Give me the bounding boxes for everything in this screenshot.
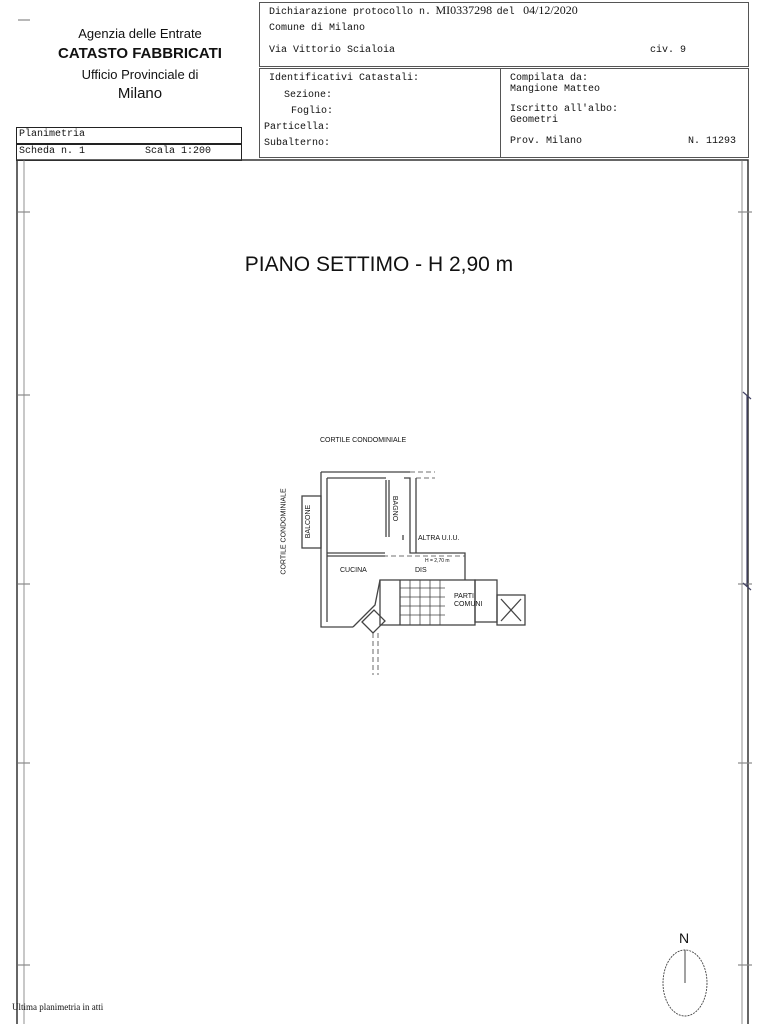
protocol-box: Dichiarazione protocollo n. MI0337298 de… [259, 2, 749, 67]
label-balcony: BALCONE [305, 504, 313, 539]
label-courtyard-left: CORTILE CONDOMINIALE [280, 488, 288, 575]
foglio-label: Foglio: [291, 106, 334, 117]
department-name: CATASTO FABBRICATI [58, 45, 222, 62]
label-hallway: DIS [415, 567, 427, 574]
register-number: N. 11293 [688, 136, 737, 147]
label-other-unit: ALTRA U.I.U. [418, 535, 460, 542]
dimension-line [742, 391, 752, 591]
label-common-parts-1: PARTI [454, 593, 474, 600]
office-city: Milano [117, 85, 163, 102]
doc-type: Planimetria [19, 129, 86, 140]
north-label: N [679, 930, 690, 946]
protocol-label: Dichiarazione protocollo n. [269, 7, 432, 18]
protocol-date: 04/12/2020 [523, 3, 578, 17]
compiled-by: Mangione Matteo [510, 84, 601, 95]
label-bathroom: BAGNO [391, 495, 399, 522]
scale: Scala 1:200 [145, 146, 212, 157]
footer-note: Ultima planimetria in atti [12, 1002, 104, 1012]
doc-type-box: Planimetria [16, 127, 242, 144]
register: Geometri [510, 115, 559, 126]
label-common-parts-2: COMUNI [454, 601, 483, 608]
divider [500, 69, 501, 157]
subalterno-label: Subalterno: [264, 138, 331, 149]
sheet-frame [16, 19, 752, 1024]
sheet-number: Scheda n. 1 [19, 146, 86, 157]
register-label: Iscritto all'albo: [510, 104, 619, 115]
date-label: del [496, 7, 515, 18]
agency-name: Agenzia delle Entrate [78, 26, 202, 41]
particella-label: Particella: [264, 122, 331, 133]
comune: Comune di Milano [269, 23, 366, 34]
protocol-number: MI0337298 [435, 3, 493, 17]
identifiers-box: Identificativi Catastali: Sezione: Fogli… [259, 68, 749, 158]
protocol-line: Dichiarazione protocollo n. MI0337298 de… [269, 1, 578, 19]
label-courtyard-top: CORTILE CONDOMINIALE [320, 437, 407, 444]
compiled-by-label: Compilata da: [510, 73, 589, 84]
civic-number: civ. 9 [650, 45, 687, 56]
address: Via Vittorio Scialoia [269, 45, 396, 56]
sezione-label: Sezione: [284, 90, 333, 101]
label-height-note: H = 2,70 m [425, 558, 450, 564]
floor-plan [301, 471, 708, 1017]
label-kitchen: CUCINA [340, 567, 367, 574]
plan-title: PIANO SETTIMO - H 2,90 m [244, 253, 514, 276]
identifiers-title: Identificativi Catastali: [269, 73, 420, 84]
province: Prov. Milano [510, 136, 583, 147]
office-label: Ufficio Provinciale di [81, 67, 199, 82]
